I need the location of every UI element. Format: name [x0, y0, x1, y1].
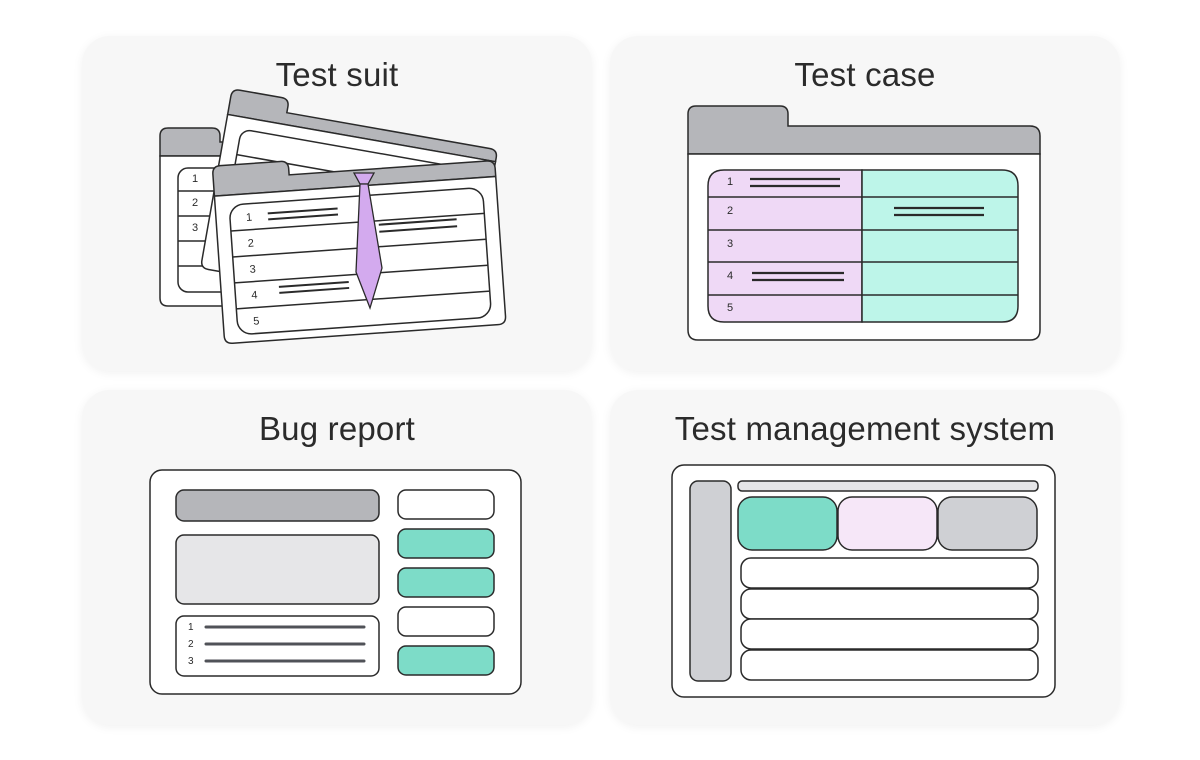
- status-field: [397, 606, 495, 637]
- row-number: 4: [251, 289, 258, 301]
- widget-tile: [737, 496, 838, 551]
- list-row: [740, 618, 1039, 650]
- row-number: 1: [246, 212, 253, 224]
- list-row: [740, 588, 1039, 620]
- card-title: Test case: [794, 56, 936, 93]
- test-case-card: Test case 1 2 3 4 5: [610, 36, 1120, 371]
- row-number: 2: [192, 197, 198, 209]
- step-number: 3: [188, 656, 194, 667]
- card-title: Test management system: [674, 410, 1056, 447]
- top-bar: [737, 480, 1039, 492]
- step-number: 2: [188, 639, 194, 650]
- widget-tile: [937, 496, 1038, 551]
- row-number: 3: [249, 263, 256, 275]
- dashboard-window-icon: [671, 464, 1056, 698]
- list-row: [740, 649, 1039, 681]
- card-title: Test suit: [275, 56, 399, 93]
- status-field: [397, 645, 495, 676]
- tie-icon: [352, 172, 383, 310]
- folder-tab: [687, 105, 1041, 155]
- row-number: 2: [247, 237, 254, 249]
- table-right-column: [861, 169, 1019, 323]
- status-field: [397, 528, 495, 559]
- table-left-column: [707, 169, 863, 323]
- row-number: 4: [727, 270, 733, 282]
- row-number: 1: [727, 176, 733, 188]
- bug-report-card: Bug report 1 2 3: [82, 390, 592, 725]
- row-number: 3: [192, 222, 198, 234]
- steps-list: [175, 615, 380, 677]
- folder-table-icon: 1 2 3 4 5: [687, 105, 1041, 341]
- test-suite-card: Test suit 1 2 3: [82, 36, 592, 371]
- report-title-bar: [175, 489, 380, 522]
- status-field: [397, 567, 495, 598]
- list-row: [740, 557, 1039, 589]
- row-number: 2: [727, 205, 733, 217]
- step-number: 1: [188, 622, 194, 633]
- card-title: Bug report: [258, 410, 416, 447]
- test-management-system-card: Test management system: [610, 390, 1120, 725]
- row-number: 5: [727, 302, 733, 314]
- row-number: 3: [727, 238, 733, 250]
- report-description-block: [175, 534, 380, 605]
- stacked-folders-with-tie-icon: 1 2 3 1: [159, 89, 507, 344]
- widget-tile: [837, 496, 938, 551]
- status-field: [397, 489, 495, 520]
- row-number: 5: [253, 315, 260, 327]
- row-number: 1: [192, 173, 198, 185]
- sidebar: [689, 480, 732, 682]
- report-window-icon: 1 2 3: [149, 469, 522, 695]
